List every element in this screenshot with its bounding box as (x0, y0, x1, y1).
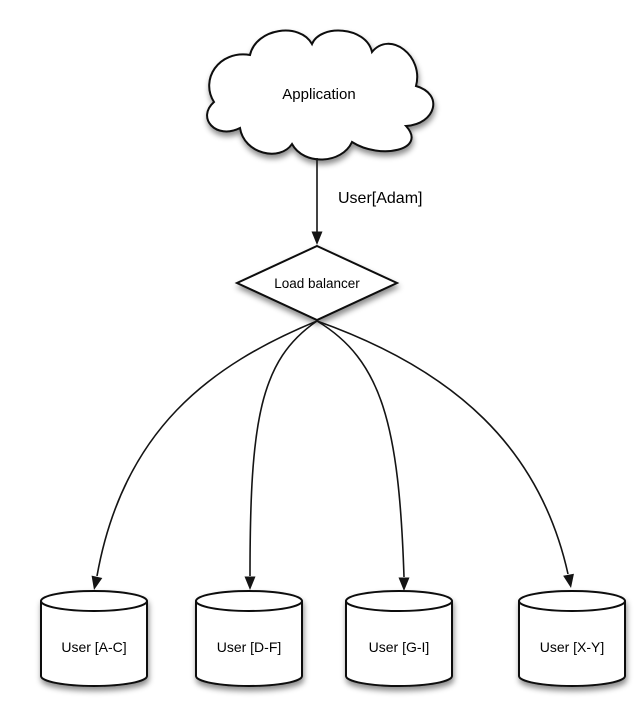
cylinder-shape (518, 590, 626, 687)
db-node-g-i: User [G-I] (345, 590, 453, 687)
db-label: User [X-Y] (540, 639, 605, 655)
arrow-head (398, 577, 410, 591)
db-node-x-y: User [X-Y] (518, 590, 626, 687)
edge-curve-3 (316, 320, 405, 578)
db-node-d-f: User [D-F] (195, 590, 303, 687)
db-label: User [A-C] (61, 639, 126, 655)
edge-app-to-lb: User[Adam] (311, 158, 422, 245)
arrow-head (311, 231, 323, 245)
edge-curve-4 (316, 320, 569, 575)
edges-lb-to-dbs (91, 320, 574, 591)
cylinder-shape (40, 590, 148, 687)
db-label: User [G-I] (369, 639, 430, 655)
edge-curve-1 (96, 320, 318, 577)
application-cloud-node: Application (206, 29, 435, 161)
arrow-head (563, 573, 574, 588)
request-edge-label: User[Adam] (338, 190, 422, 207)
arrow-head (91, 575, 103, 590)
load-balancer-label: Load balancer (274, 276, 360, 291)
application-label: Application (282, 86, 355, 103)
cylinder-shape (345, 590, 453, 687)
edge-curve-2 (249, 320, 318, 577)
cloud-shape (206, 29, 435, 161)
arrow-head (244, 576, 256, 590)
load-balancer-node: Load balancer (234, 244, 400, 322)
db-label: User [D-F] (217, 639, 282, 655)
diamond-shape (234, 244, 400, 322)
db-node-a-c: User [A-C] (40, 590, 148, 687)
cylinder-shape (195, 590, 303, 687)
